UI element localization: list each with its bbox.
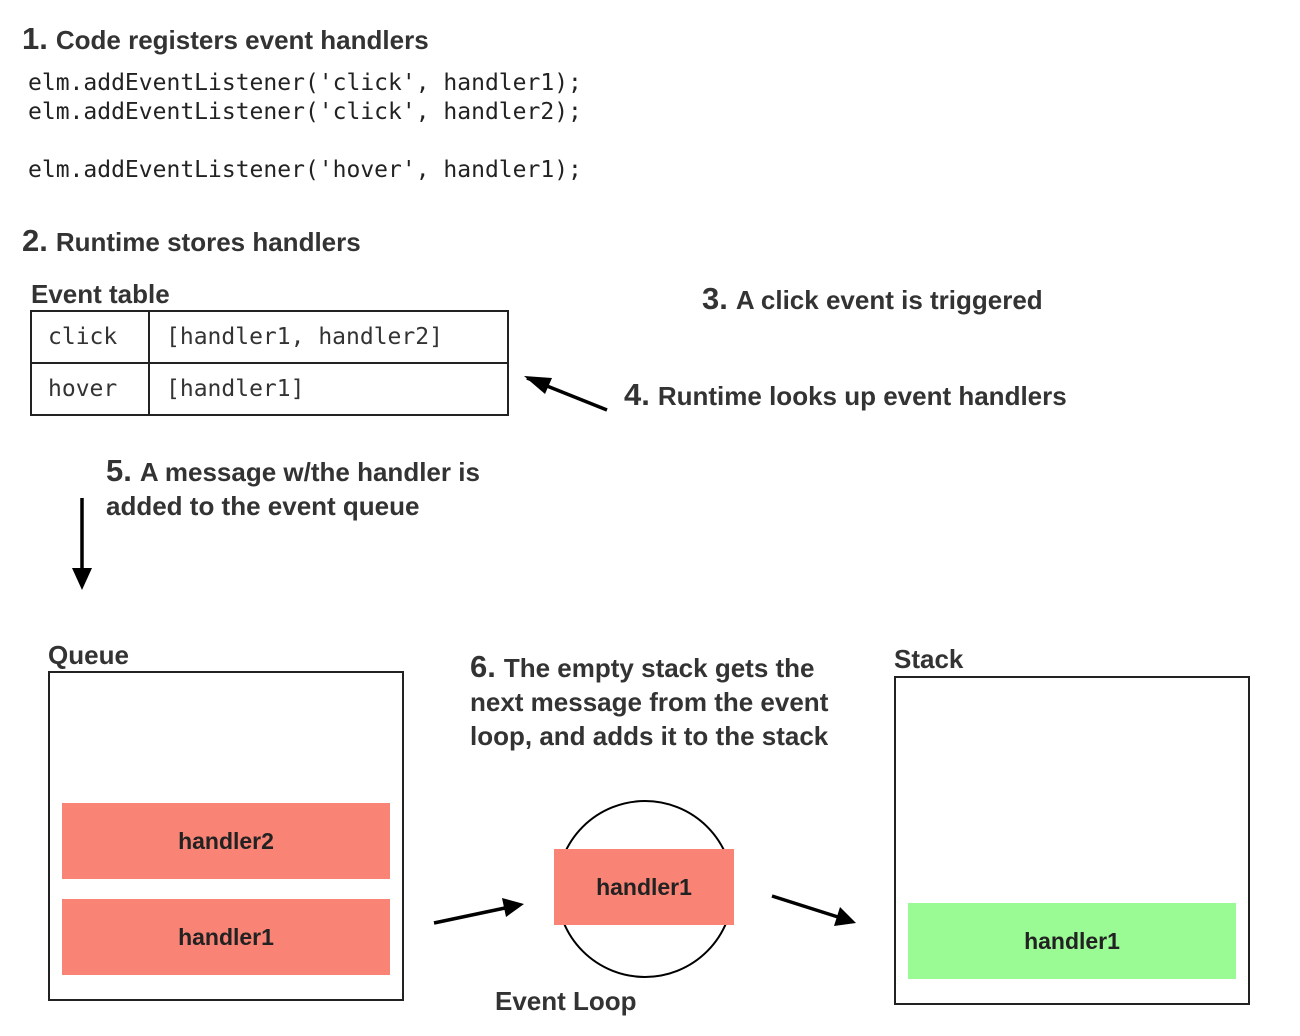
step-5-heading: 5.A message w/the handler is added to th… (106, 454, 480, 523)
queue-message: handler2 (62, 803, 390, 879)
queue-title: Queue (48, 640, 129, 670)
step-2-number: 2. (22, 223, 48, 258)
event-handlers-cell: [handler1, handler2] (148, 310, 509, 364)
code-block: elm.addEventListener('click', handler1);… (28, 69, 582, 185)
step-4-text: Runtime looks up event handlers (657, 381, 1067, 411)
step-6-heading: 6.The empty stack gets the next message … (470, 650, 828, 753)
step-1-number: 1. (22, 21, 48, 56)
arrow-loop-to-stack (771, 894, 839, 919)
step-1-heading: 1.Code registers event handlers (22, 22, 429, 57)
step-3-number: 3. (702, 281, 728, 316)
event-handlers-cell: [handler1] (148, 362, 509, 416)
event-table: click [handler1, handler2] hover [handle… (30, 310, 509, 416)
event-table-title: Event table (31, 279, 170, 309)
step-3-heading: 3.A click event is triggered (702, 282, 1043, 317)
step-2-heading: 2.Runtime stores handlers (22, 224, 361, 259)
step-1-text: Code registers event handlers (55, 25, 429, 55)
stack-title: Stack (894, 644, 964, 674)
code-line-1: elm.addEventListener('click', handler1); (28, 70, 582, 96)
code-line-3: elm.addEventListener('hover', handler1); (28, 157, 582, 183)
arrow-queue-to-loop-head (502, 898, 524, 917)
queue-message: handler1 (62, 899, 390, 975)
arrow-to-queue-head (72, 568, 92, 590)
step-5-text-line-2: added to the event queue (106, 491, 420, 521)
step-5-number: 5. (106, 453, 132, 488)
step-6-text-line-2: next message from the event (470, 687, 829, 717)
event-loop-message: handler1 (554, 849, 734, 925)
step-2-text: Runtime stores handlers (55, 227, 361, 257)
event-name-cell: hover (30, 362, 150, 416)
arrow-lookup-head (524, 376, 552, 394)
step-4-heading: 4.Runtime looks up event handlers (624, 378, 1067, 413)
code-line-2: elm.addEventListener('click', handler2); (28, 99, 582, 125)
event-name-cell: click (30, 310, 150, 364)
step-6-text-line-1: The empty stack gets the (503, 653, 815, 683)
event-loop-label: Event Loop (495, 986, 637, 1016)
step-4-number: 4. (624, 377, 650, 412)
step-6-text-line-3: loop, and adds it to the stack (470, 721, 829, 751)
step-6-number: 6. (470, 649, 496, 684)
stack-message: handler1 (908, 903, 1236, 979)
step-3-text: A click event is triggered (735, 285, 1043, 315)
arrow-loop-to-stack-head (834, 907, 856, 926)
event-table-row: hover [handler1] (30, 362, 509, 416)
arrow-queue-to-loop (433, 906, 506, 925)
step-5-text-line-1: A message w/the handler is (139, 457, 480, 487)
event-table-row: click [handler1, handler2] (30, 310, 509, 364)
